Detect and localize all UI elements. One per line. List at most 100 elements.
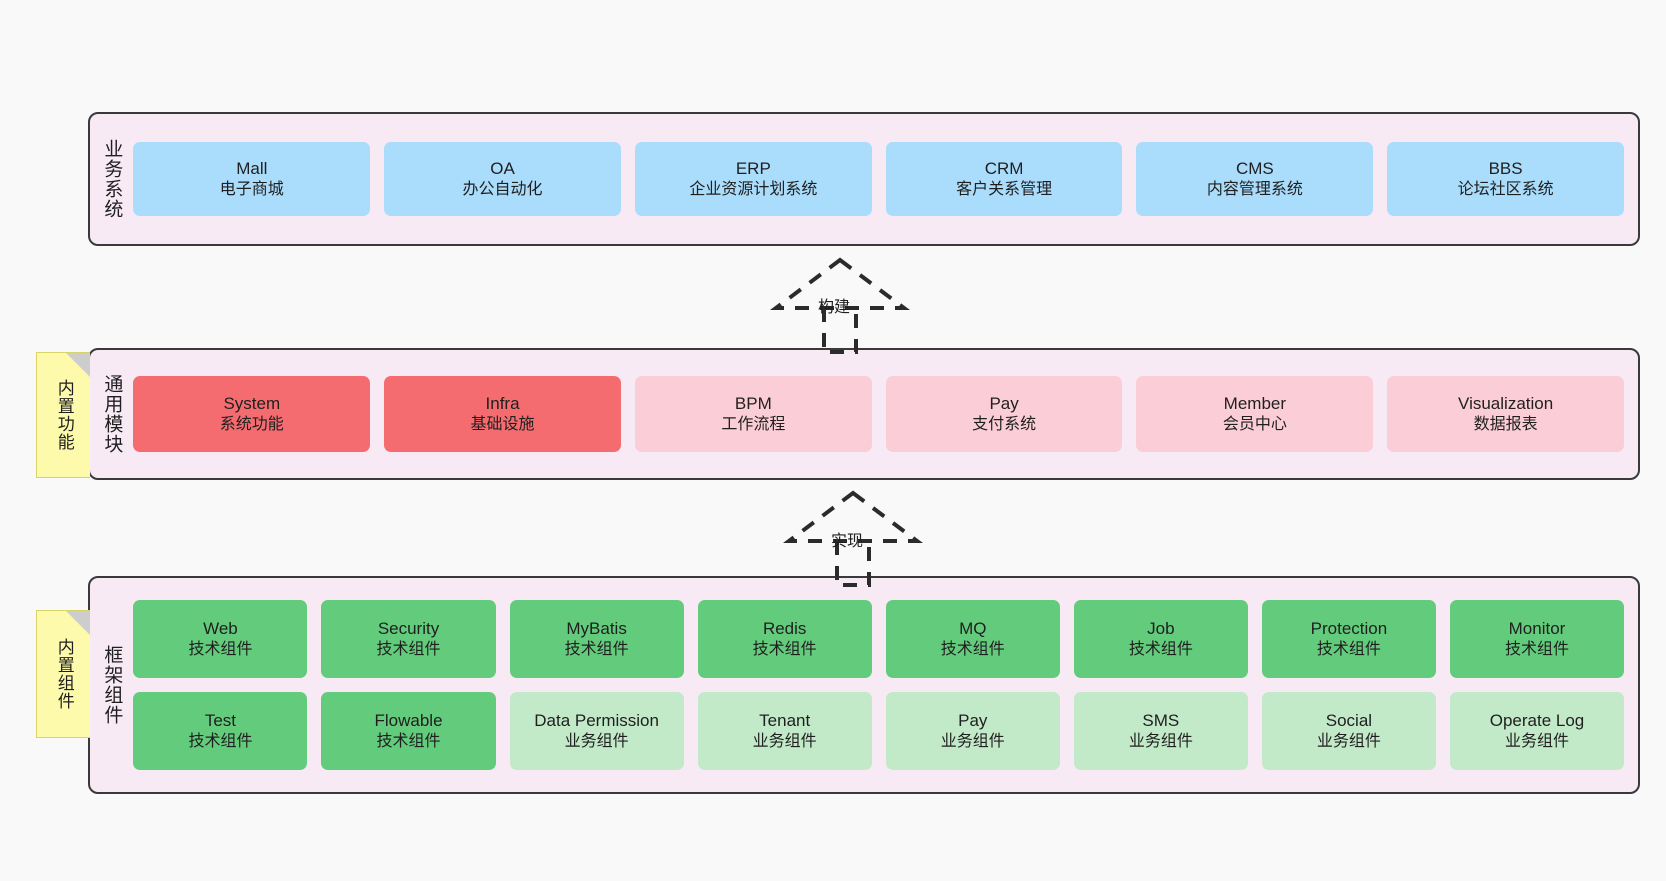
layer-body-framework-component: Web 技术组件 Security 技术组件 MyBatis 技术组件 Redi… [131,578,1638,792]
card-title-en: Social [1325,710,1373,730]
card-title-en: Mall [236,158,268,178]
card-job[interactable]: Job 技术组件 [1073,600,1248,678]
card-title-cn: 技术组件 [752,640,817,658]
card-mall[interactable]: Mall 电子商城 [133,142,371,216]
card-mq[interactable]: MQ 技术组件 [885,600,1060,678]
card-title-cn: 基础设施 [470,415,535,433]
card-row: Mall 电子商城 OA 办公自动化 ERP 企业资源计划系统 CRM 客户关系… [133,142,1624,216]
note-builtin-function: 内置功能 [36,352,90,478]
card-security[interactable]: Security 技术组件 [321,600,496,678]
card-title-cn: 技术组件 [1128,640,1193,658]
card-row: Web 技术组件 Security 技术组件 MyBatis 技术组件 Redi… [133,600,1625,678]
card-title-en: Security [377,618,440,638]
card-title-cn: 技术组件 [188,640,253,658]
card-title-cn: 客户关系管理 [956,180,1053,198]
card-member[interactable]: Member 会员中心 [1136,376,1374,452]
note-builtin-component: 内置组件 [36,610,90,738]
card-title-en: Redis [762,618,807,638]
card-title-en: CMS [1235,158,1274,178]
card-protection[interactable]: Protection 技术组件 [1261,600,1436,678]
card-title-cn: 企业资源计划系统 [689,180,818,198]
card-title-en: Web [203,618,238,638]
card-redis[interactable]: Redis 技术组件 [697,600,872,678]
card-title-cn: 技术组件 [188,732,253,750]
card-mybatis[interactable]: MyBatis 技术组件 [509,600,684,678]
card-erp[interactable]: ERP 企业资源计划系统 [634,142,872,216]
card-title-en: Pay [989,393,1019,413]
card-title-cn: 技术组件 [376,640,441,658]
card-row: Test 技术组件 Flowable 技术组件 Data Permission … [133,692,1625,770]
card-title-cn: 业务组件 [1128,732,1193,750]
card-title-cn: 技术组件 [1504,640,1569,658]
card-pay-business[interactable]: Pay 业务组件 [885,692,1060,770]
card-row: System 系统功能 Infra 基础设施 BPM 工作流程 Pay 支付系统… [133,376,1624,452]
card-title-cn: 业务组件 [564,732,629,750]
card-title-cn: 内容管理系统 [1206,180,1303,198]
card-title-en: MyBatis [566,618,627,638]
card-title-cn: 电子商城 [219,180,284,198]
card-title-en: Monitor [1508,618,1566,638]
layer-framework-component: 框架组件 Web 技术组件 Security 技术组件 MyBatis 技术组件… [88,576,1640,794]
card-data-permission[interactable]: Data Permission 业务组件 [509,692,684,770]
card-title-en: System [223,393,281,413]
card-bbs[interactable]: BBS 论坛社区系统 [1387,142,1624,216]
card-visualization[interactable]: Visualization 数据报表 [1387,376,1624,452]
layer-body-common-module: System 系统功能 Infra 基础设施 BPM 工作流程 Pay 支付系统… [131,350,1638,478]
card-oa[interactable]: OA 办公自动化 [384,142,621,216]
card-test[interactable]: Test 技术组件 [133,692,308,770]
card-title-en: Tenant [759,710,811,730]
note-label: 内置组件 [54,638,74,710]
card-pay[interactable]: Pay 支付系统 [885,376,1123,452]
card-title-en: BBS [1488,158,1523,178]
note-fold-corner-icon [66,611,90,635]
card-title-cn: 业务组件 [1504,732,1569,750]
card-title-en: Operate Log [1489,710,1585,730]
card-title-en: BPM [734,393,772,413]
card-title-en: SMS [1142,710,1180,730]
layer-common-module: 通用模块 System 系统功能 Infra 基础设施 BPM 工作流程 Pay… [88,348,1640,480]
card-title-en: Pay [958,710,988,730]
card-title-cn: 技术组件 [1316,640,1381,658]
card-title-en: CRM [984,158,1024,178]
card-title-cn: 业务组件 [1316,732,1381,750]
arrow-stem [835,541,871,587]
card-infra[interactable]: Infra 基础设施 [384,376,621,452]
connector-label-build: 构建 [818,299,851,316]
arrow-stem [822,308,858,354]
card-title-en: ERP [735,158,771,178]
note-fold-corner-icon [66,353,90,377]
layer-title-framework-component: 框架组件 [101,645,123,725]
card-crm[interactable]: CRM 客户关系管理 [885,142,1123,216]
card-bpm[interactable]: BPM 工作流程 [634,376,872,452]
card-monitor[interactable]: Monitor 技术组件 [1449,600,1625,678]
card-title-en: Protection [1310,618,1388,638]
card-web[interactable]: Web 技术组件 [133,600,308,678]
card-title-cn: 业务组件 [752,732,817,750]
card-operate-log[interactable]: Operate Log 业务组件 [1449,692,1625,770]
card-flowable[interactable]: Flowable 技术组件 [321,692,496,770]
card-title-en: Infra [485,393,520,413]
card-cms[interactable]: CMS 内容管理系统 [1136,142,1374,216]
connector-build: 构建 [760,256,920,354]
card-title-cn: 论坛社区系统 [1457,180,1554,198]
card-title-cn: 系统功能 [219,415,284,433]
card-title-en: Visualization [1458,393,1554,413]
card-title-en: MQ [959,618,987,638]
card-sms[interactable]: SMS 业务组件 [1073,692,1248,770]
layer-title-common-module: 通用模块 [101,374,123,454]
card-title-cn: 技术组件 [940,640,1005,658]
card-title-en: Test [204,710,237,730]
card-title-en: Member [1223,393,1287,413]
card-title-en: Job [1147,618,1175,638]
card-title-en: OA [490,158,515,178]
card-system[interactable]: System 系统功能 [133,376,371,452]
card-title-cn: 技术组件 [376,732,441,750]
note-label: 内置功能 [54,379,74,451]
card-tenant[interactable]: Tenant 业务组件 [697,692,872,770]
card-title-cn: 数据报表 [1473,415,1538,433]
card-title-cn: 办公自动化 [462,180,543,198]
card-title-cn: 会员中心 [1222,415,1287,433]
card-social[interactable]: Social 业务组件 [1261,692,1436,770]
card-title-en: Flowable [374,710,443,730]
